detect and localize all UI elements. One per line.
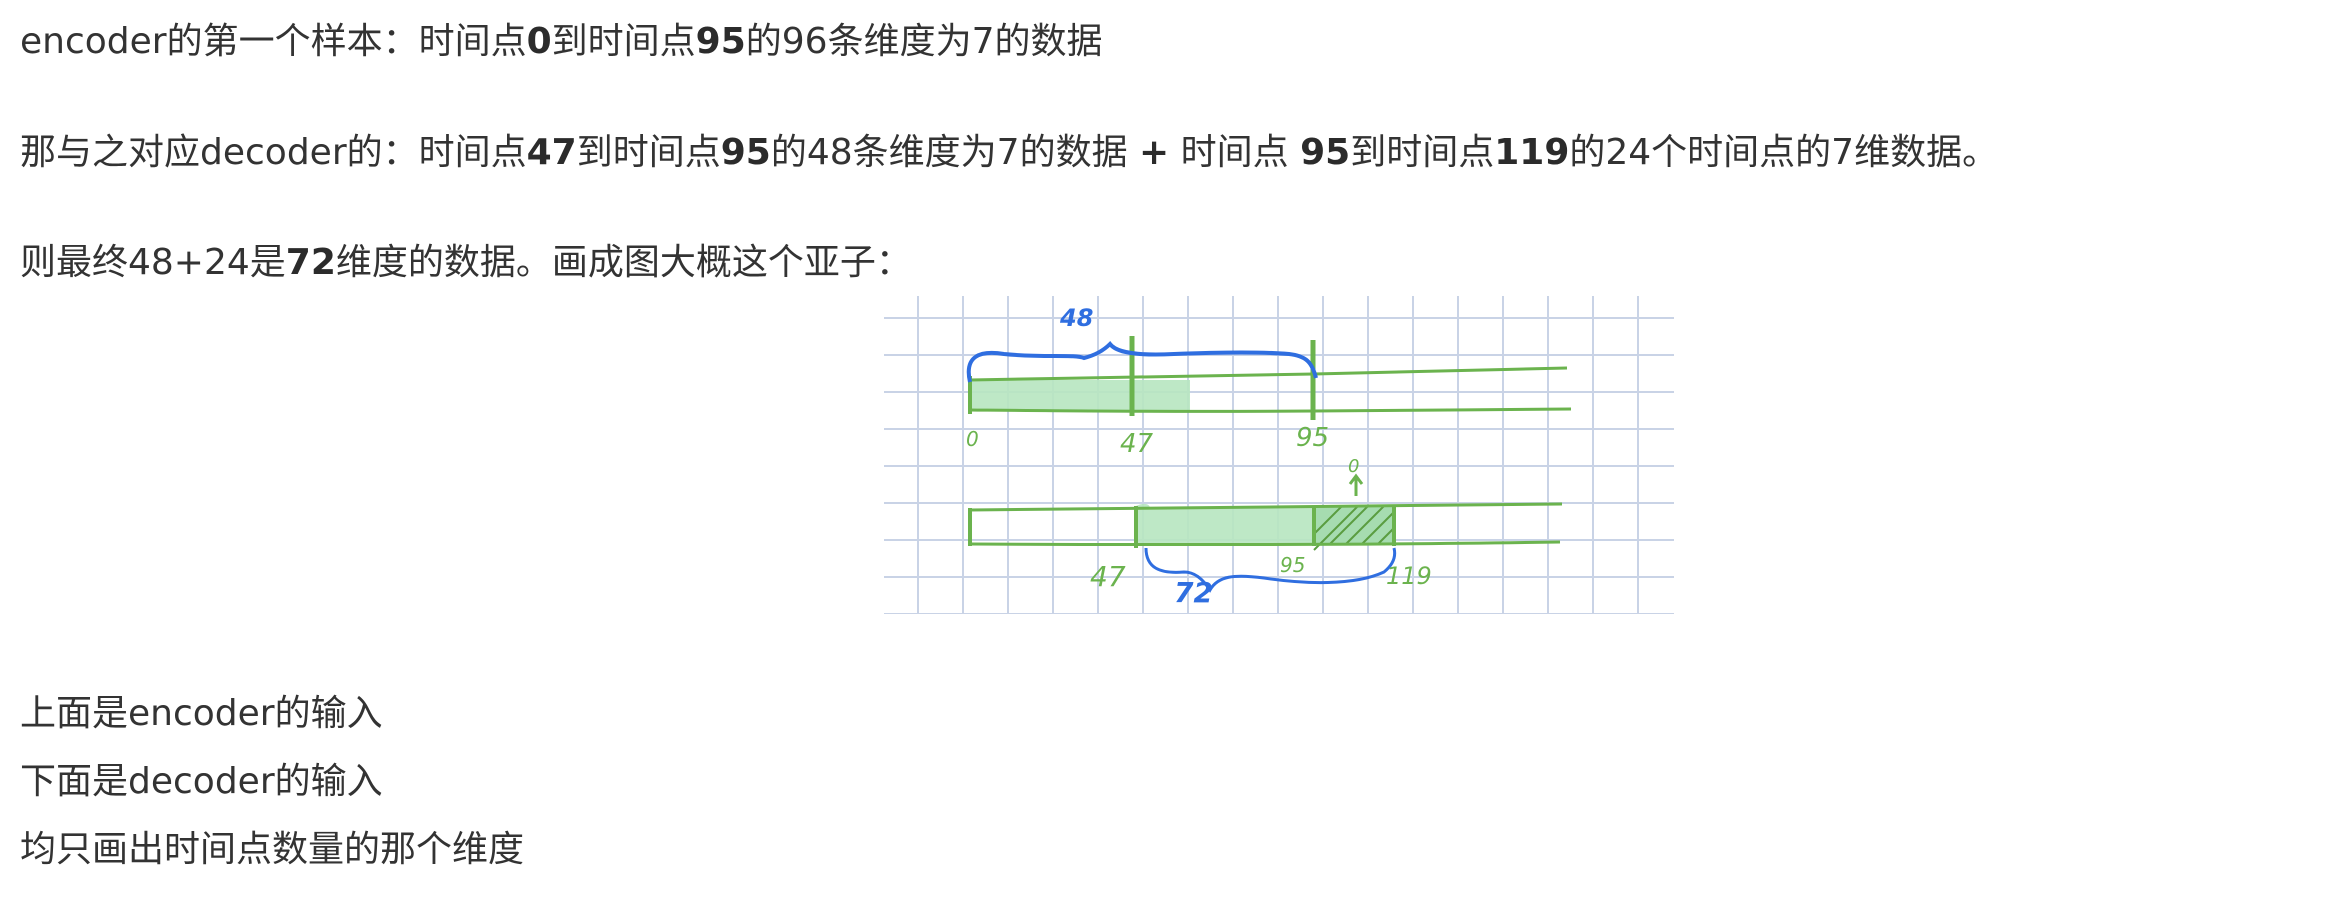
decoder-top-edge [969,502,1563,512]
label-marker: 0 [1348,456,1359,477]
p2-bold-47: 47 [526,132,577,173]
encoder-top-edge [969,366,1568,382]
p2-text-i: 到时间点 [1350,132,1495,173]
p2-bold-119: 119 [1494,132,1570,173]
paragraph-decoder-sample: 那与之对应decoder的：时间点47到时间点95的48条维度为7的数据 + 时… [20,135,1998,171]
label-top-span: 48 [1059,304,1093,332]
p2-text-g: 时间点 [1169,132,1301,173]
paragraph-encoder-sample: encoder的第一个样本：时间点0到时间点95的96条维度为7的数据 [20,24,1103,60]
p2-bold-95: 95 [720,132,771,173]
p2-text-c: 到时间点 [576,132,721,173]
p3-text-c: 维度的数据。画成图大概这个亚子： [335,242,912,283]
label-top-end: 95 [1296,423,1329,453]
label-top-mid: 47 [1120,429,1154,459]
decoder-fill [1136,503,1314,546]
p2-text-a: 那与之对应decoder的：时间点 [20,132,527,173]
encoder-bottom-edge [969,407,1572,413]
handdrawn-sketch-figure: 48 0 47 95 0 47 72 95 119 [884,296,1674,614]
encoder-fill [970,380,1190,410]
p2-text-e: 的48条维度为7的数据 [770,132,1140,173]
grid-paper [884,296,1674,614]
encoder-span-brace [966,340,1318,383]
p1-text-e: 的96条维度为7的数据 [745,21,1103,62]
label-bottom-mid: 95 [1280,553,1305,577]
caption-encoder-input: 上面是encoder的输入 [20,693,383,734]
label-bottom-end: 119 [1386,562,1432,590]
p3-bold-72: 72 [285,242,336,283]
caption-decoder-input: 下面是decoder的输入 [20,761,383,802]
decoder-bottom-edge [969,540,1561,547]
p1-bold-end: 95 [695,21,746,62]
label-bottom-span: 72 [1174,576,1213,609]
decoder-span-brace [1144,547,1397,593]
p3-text-a: 则最终48+24是 [20,242,286,283]
up-arrow-icon [1348,473,1364,496]
label-bottom-start: 47 [1090,560,1126,593]
encoder-bar [966,336,1572,420]
p2-bold-plus: + [1139,132,1170,173]
p1-bold-start: 0 [526,21,552,62]
p2-text-k: 的24个时间点的7维数据。 [1569,132,1999,173]
decoder-bar [968,473,1563,593]
p1-text-a: encoder的第一个样本：时间点 [20,21,527,62]
p2-bold-95b: 95 [1300,132,1351,173]
caption-dimension-note: 均只画出时间点数量的那个维度 [20,829,525,870]
decoder-hatching [1313,505,1395,551]
paragraph-total: 则最终48+24是72维度的数据。画成图大概这个亚子： [20,245,912,281]
p1-text-c: 到时间点 [551,21,696,62]
label-top-start: 0 [966,427,979,451]
